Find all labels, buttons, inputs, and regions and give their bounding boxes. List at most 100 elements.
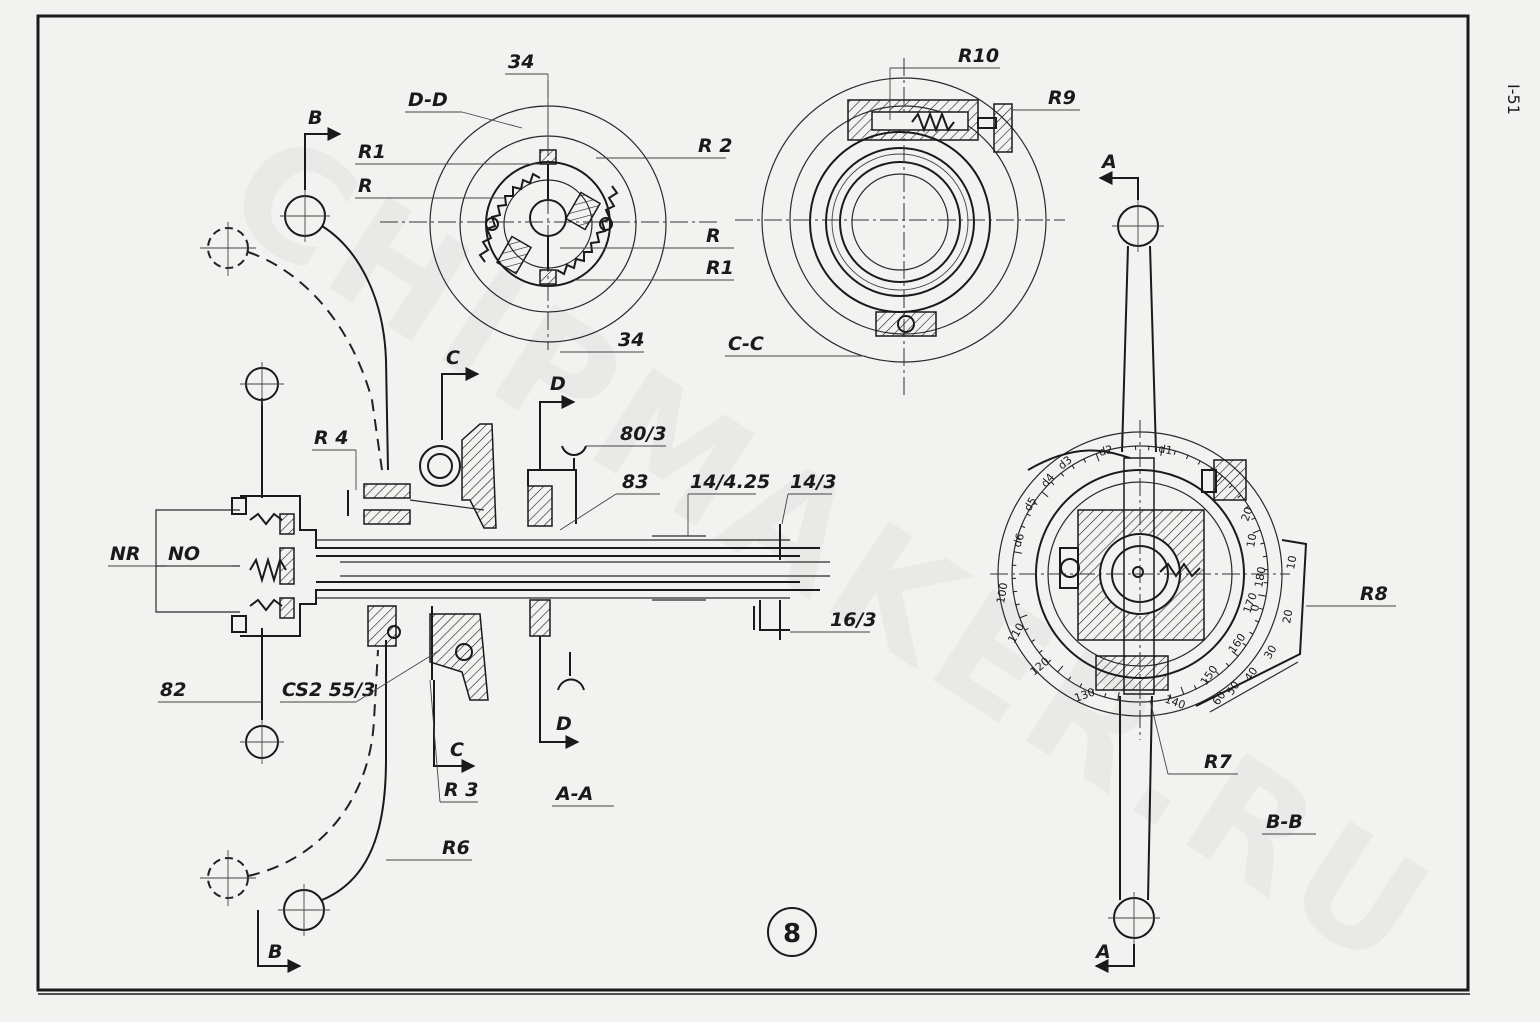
label-no: NO <box>168 543 200 565</box>
section-dd-label: D-D <box>408 89 448 111</box>
label-r-upper: R <box>358 175 373 197</box>
marker-a-bottom-arrow <box>1094 944 1135 973</box>
dial-tick <box>1033 501 1038 506</box>
figure-number-circle <box>767 907 817 957</box>
dial-tick <box>1180 686 1185 695</box>
section-cc-view <box>735 58 1065 398</box>
dial-tick <box>1121 447 1124 452</box>
vernier-0: 0 <box>1248 603 1262 612</box>
dial-tick <box>1186 455 1189 460</box>
vernier-20: 20 <box>1280 608 1295 624</box>
dial-tick <box>1117 692 1120 701</box>
figure-number: 8 <box>783 919 801 949</box>
label-r9: R9 <box>1048 87 1076 109</box>
dial-tick <box>1160 447 1163 456</box>
marker-c-top: C <box>446 347 460 369</box>
dial-tick <box>1104 693 1107 698</box>
dial-tick <box>1173 450 1176 455</box>
marker-c-top-arrow <box>441 367 480 440</box>
marker-d-bottom-arrow <box>539 676 580 749</box>
handle-b-top <box>200 127 389 471</box>
dial-tick <box>1225 662 1230 667</box>
label-r3: R 3 <box>444 779 478 801</box>
marker-d-top-arrow <box>539 395 576 470</box>
page-mark: I-51 <box>1504 84 1523 115</box>
dial-tick <box>1071 465 1075 470</box>
section-cc-label: C-C <box>728 333 764 355</box>
label-r1-lower: R1 <box>706 257 734 279</box>
marker-c-bottom: C <box>450 739 464 761</box>
dial-mark-d5: d5 <box>1021 495 1039 514</box>
dial-tick <box>1169 694 1172 699</box>
label-r8: R8 <box>1360 583 1388 605</box>
dial-scale-100: 100 <box>994 582 1010 605</box>
dial-tick <box>1254 620 1259 623</box>
dial-tick <box>1038 649 1043 654</box>
label-r-lower: R <box>706 225 721 247</box>
dial-tick <box>1237 494 1242 499</box>
label-34-top: 34 <box>508 51 534 73</box>
dial-mark-d1: d1 <box>1157 442 1173 457</box>
dial-tick <box>1258 594 1267 597</box>
dial-tick <box>1252 529 1261 534</box>
label-r2: R 2 <box>698 135 732 157</box>
label-nr: NR <box>110 543 141 565</box>
dial-tick <box>1216 475 1223 483</box>
dial-tick <box>1016 538 1021 541</box>
label-14-425: 14/4.25 <box>690 471 770 493</box>
marker-b-bottom: B <box>268 941 282 963</box>
dial-tick <box>1041 491 1049 498</box>
dial-tick <box>1026 513 1031 517</box>
dial-tick <box>1251 517 1256 521</box>
handle-b-bottom <box>200 640 387 973</box>
section-aa-view <box>155 362 830 764</box>
label-16-3: 16/3 <box>830 609 877 631</box>
label-14-3: 14/3 <box>790 471 837 493</box>
label-82: 82 <box>160 679 186 701</box>
marker-d-top: D <box>550 373 566 395</box>
section-bb-view <box>990 200 1308 944</box>
section-bb-label: B-B <box>1266 811 1303 833</box>
label-80-3: 80/3 <box>620 423 667 445</box>
dial-tick <box>1231 650 1239 657</box>
section-aa-label: A-A <box>554 783 593 805</box>
dial-tick <box>1197 460 1201 465</box>
marker-a-top: A <box>1100 151 1117 173</box>
marker-a-bottom: A <box>1094 941 1111 963</box>
dial-tick <box>1083 458 1087 463</box>
dial-tick <box>1031 639 1036 643</box>
dial-tick <box>1013 551 1022 554</box>
dial-tick <box>1260 542 1265 545</box>
marker-d-bottom: D <box>556 713 572 735</box>
dial-tick <box>1013 590 1018 593</box>
dial-tick <box>1259 607 1264 610</box>
dial-tick <box>1021 525 1026 528</box>
marker-b-top: B <box>308 107 322 129</box>
dial-tick <box>1208 467 1213 472</box>
dial-mark-d6: d6 <box>1010 532 1027 549</box>
label-r4: R 4 <box>314 427 348 449</box>
marker-a-top-arrow <box>1098 171 1139 200</box>
dial-tick <box>1228 484 1233 489</box>
label-83: 83 <box>622 471 648 493</box>
label-cs2: CS2 55/3 <box>282 679 375 701</box>
label-r10: R10 <box>958 45 999 67</box>
dial-tick <box>1244 505 1249 509</box>
dial-tick <box>1242 642 1247 647</box>
dial-tick <box>1249 631 1254 635</box>
vernier-30: 30 <box>1261 643 1279 662</box>
dial-tick <box>1205 678 1209 683</box>
dial-tick <box>1047 659 1052 664</box>
dial-tick <box>1024 627 1029 631</box>
side-scale-10: 10 <box>1244 532 1259 548</box>
dial-tick <box>1108 449 1111 454</box>
dial-tick <box>1095 453 1100 462</box>
dial-tick <box>1015 603 1020 606</box>
side-scale-20: 20 <box>1239 505 1256 523</box>
dial-tick <box>1057 665 1064 673</box>
dial-tick <box>1262 555 1267 558</box>
label-34-bottom: 34 <box>618 329 644 351</box>
drawing-frame <box>36 14 1470 992</box>
label-r1-upper: R1 <box>358 141 386 163</box>
